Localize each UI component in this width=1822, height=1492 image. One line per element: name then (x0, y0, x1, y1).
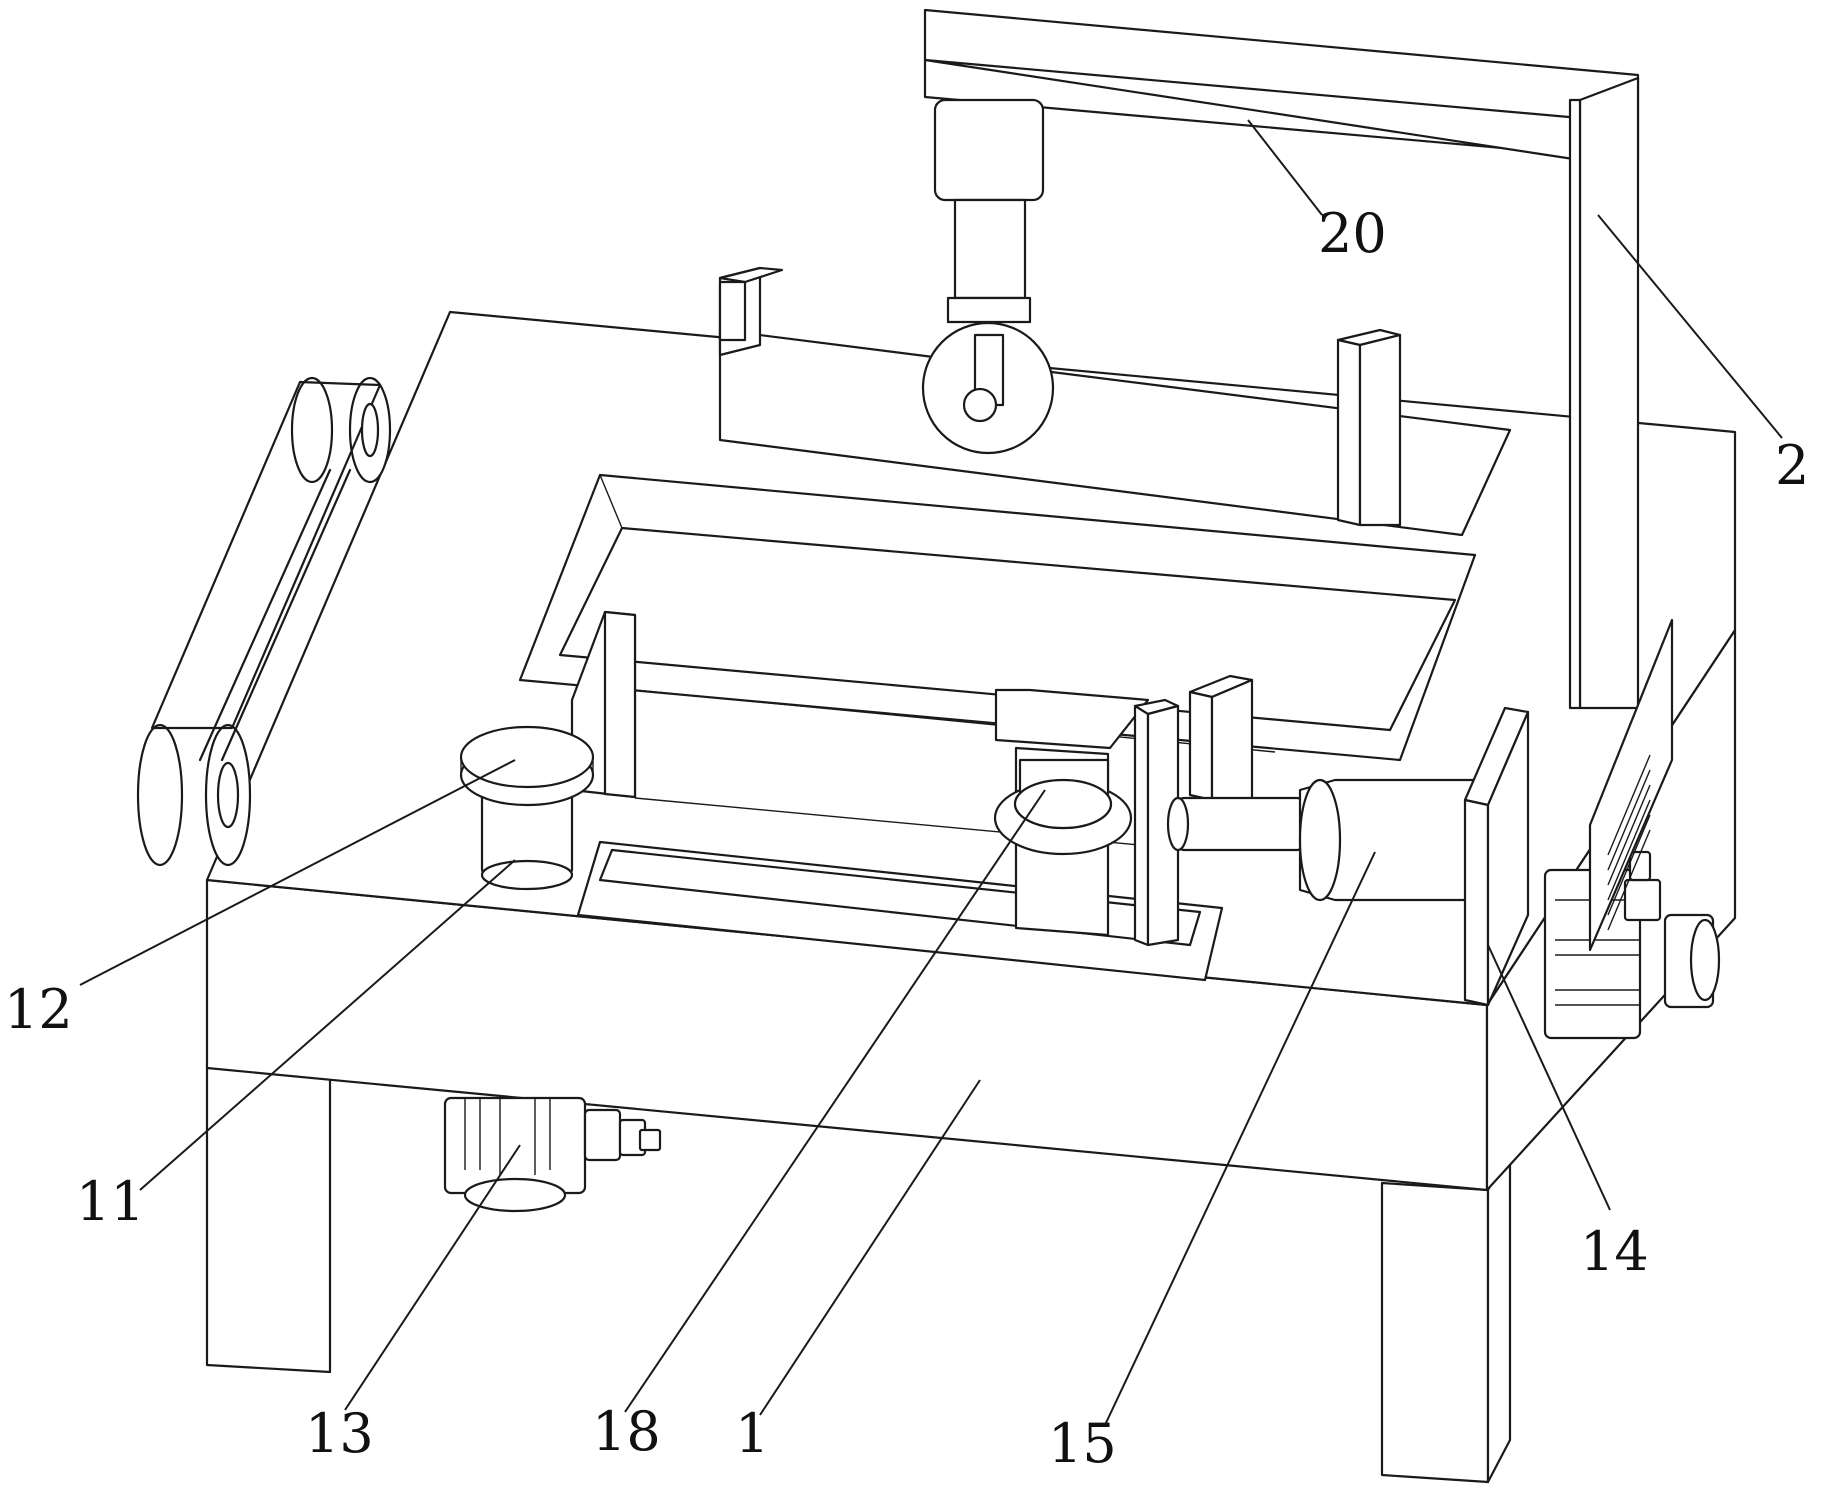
movable-clamp-plate (1133, 698, 1180, 947)
bottom-motor (443, 1096, 662, 1213)
post-cylinder (459, 725, 595, 891)
rear-fixture (718, 266, 1512, 537)
label-side-plate: 14 (1580, 1220, 1649, 1283)
label-cylinder-base: 11 (76, 1170, 145, 1233)
label-cap-disc: 12 (4, 978, 73, 1041)
label-gantry-column: 2 (1775, 434, 1809, 497)
front-left-leg (205, 1063, 332, 1374)
clamp-cylinder (1166, 778, 1477, 902)
front-right-leg (1380, 1148, 1512, 1484)
label-gantry-beam: 20 (1318, 202, 1387, 265)
right-rear-plate (1188, 674, 1254, 802)
label-pivot-turntable: 18 (592, 1400, 661, 1463)
leader-lines (79, 119, 1783, 1426)
label-clamp-cylinder: 15 (1048, 1412, 1117, 1475)
label-frame-body: 1 (735, 1402, 769, 1465)
gantry (923, 8, 1640, 710)
side-plate (1463, 706, 1530, 1007)
spindle-head (921, 98, 1055, 455)
label-bottom-motor: 13 (305, 1402, 374, 1465)
part-labels: 20 2 12 11 13 18 1 15 14 (4, 202, 1809, 1475)
conveyor-belt (136, 376, 392, 867)
sliding-block (993, 688, 1150, 937)
vent-panel (1588, 618, 1674, 952)
